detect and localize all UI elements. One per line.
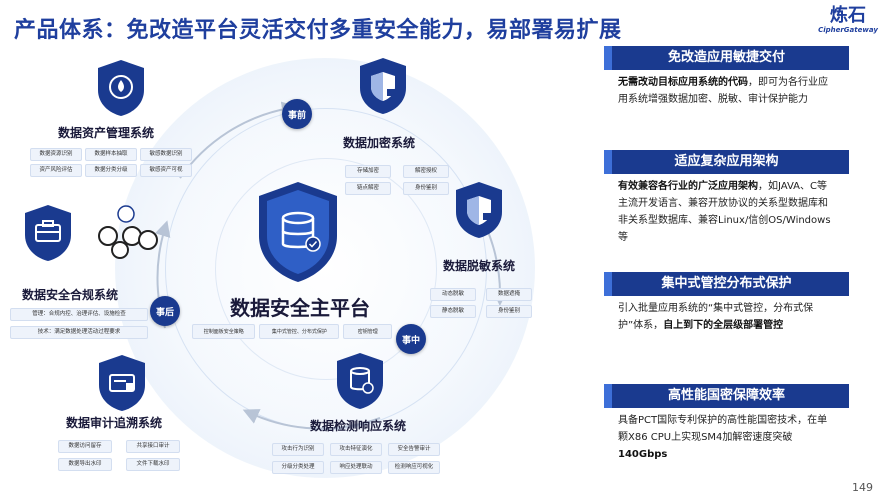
asset-tag: 敏感资产可视 <box>140 164 192 177</box>
encrypt-shield-icon <box>360 58 406 114</box>
feature-text: ，如JAVA、C等主流开发语言、兼容开放协议的关系型数据库和非关系型数据库、兼容… <box>618 181 831 243</box>
page-title: 产品体系：免改造平台灵活交付多重安全能力，易部署易扩展 <box>14 18 622 43</box>
feature-heading: 高性能国密保障效率 <box>604 384 849 408</box>
feature-text: 具备PCT国际专利保护的高性能国密技术，在单颗X86 CPU上实现SM4加解密速… <box>618 415 828 443</box>
detect-tag: 分级分类处理 <box>272 461 324 474</box>
mask-module-title: 数据脱敏系统 <box>443 259 516 273</box>
compliance-tag: 技术：满足数据处理活动过程要求 <box>10 326 148 339</box>
detect-tag: 检测响应可视化 <box>388 461 440 474</box>
asset-tag: 资产风险评估 <box>30 164 82 177</box>
asset-shield-icon <box>98 60 144 116</box>
encrypt-tag: 身份鉴别 <box>403 182 449 195</box>
logo-en: CipherGateway <box>818 26 878 34</box>
feature-body: 有效兼容各行业的广泛应用架构，如JAVA、C等主流开发语言、兼容开放协议的关系型… <box>604 174 849 246</box>
audit-tag: 数据导出水印 <box>58 458 112 471</box>
audit-tag: 共享接口审计 <box>126 440 180 453</box>
phase-before-badge: 事前 <box>282 99 312 129</box>
compliance-badge-icons <box>98 205 158 259</box>
detect-module-title: 数据检测响应系统 <box>310 419 407 433</box>
feature-bold: 140Gbps <box>618 449 668 460</box>
phase-during-badge: 事中 <box>396 324 426 354</box>
center-platform-title: 数据安全主平台 <box>230 296 370 320</box>
inner-ring <box>165 108 487 430</box>
detect-tag: 攻击特征演化 <box>330 443 382 456</box>
audit-module-title: 数据审计追溯系统 <box>66 416 163 430</box>
detect-tag: 安全告警审计 <box>388 443 440 456</box>
compliance-tags: 管理：合规内控、治理评估、设施检查 技术：满足数据处理活动过程要求 <box>10 308 148 339</box>
brand-logo: 炼石 CipherGateway <box>817 5 879 35</box>
database-shield-icon <box>259 182 337 282</box>
center-tag: 控制面板安全策略 <box>192 324 256 339</box>
asset-tags: 数据资源识别 数据样本抽取 敏感数据识别 资产风险评估 数据分类分级 敏感资产可… <box>30 148 192 177</box>
product-diagram: 数据安全主平台 控制面板安全策略 集中式管控、分布式保护 密钥管理 事前 事中 … <box>0 48 595 500</box>
mask-tag: 静态脱敏 <box>430 305 476 318</box>
detect-tag: 响应处理联动 <box>330 461 382 474</box>
feature-section: 高性能国密保障效率 具备PCT国际专利保护的高性能国密技术，在单颗X86 CPU… <box>604 384 849 463</box>
compliance-module-title: 数据安全合规系统 <box>22 288 119 302</box>
asset-tag: 数据资源识别 <box>30 148 82 161</box>
logo-zh: 炼石 <box>830 5 866 26</box>
encrypt-tag: 解密授权 <box>403 165 449 178</box>
detect-tag: 攻击行为识别 <box>272 443 324 456</box>
feature-section: 免改造应用敏捷交付 无需改动目标应用系统的代码，即可为各行业应用系统增强数据加密… <box>604 46 849 108</box>
feature-bold: 有效兼容各行业的广泛应用架构 <box>618 181 758 192</box>
asset-tag: 数据分类分级 <box>85 164 137 177</box>
feature-body: 引入批量应用系统的“集中式管控，分布式保护”体系，自上到下的全层级部署管控 <box>604 296 849 334</box>
audit-tag: 文件下载水印 <box>126 458 180 471</box>
feature-bold: 无需改动目标应用系统的代码 <box>618 77 748 88</box>
asset-tag: 敏感数据识别 <box>140 148 192 161</box>
encrypt-tag: 存储加密 <box>345 165 391 178</box>
center-tag: 集中式管控、分布式保护 <box>259 324 340 339</box>
mask-tags: 动态脱敏 数据遮掩 静态脱敏 身份鉴别 <box>430 288 532 318</box>
audit-tag: 数据访问留存 <box>58 440 112 453</box>
detect-tags: 攻击行为识别 攻击特征演化 安全告警审计 分级分类处理 响应处理联动 检测响应可… <box>272 443 440 474</box>
mask-tag: 身份鉴别 <box>486 305 532 318</box>
asset-tag: 数据样本抽取 <box>85 148 137 161</box>
phase-after-badge: 事后 <box>150 296 180 326</box>
encrypt-module-title: 数据加密系统 <box>343 136 416 150</box>
compliance-badges <box>96 200 176 260</box>
feature-section: 集中式管控分布式保护 引入批量应用系统的“集中式管控，分布式保护”体系，自上到下… <box>604 272 849 334</box>
feature-body: 无需改动目标应用系统的代码，即可为各行业应用系统增强数据加密、脱敏、审计保护能力 <box>604 70 849 108</box>
detect-shield-icon <box>337 353 383 409</box>
toolbox-shield-icon <box>25 205 71 261</box>
feature-text: 引入批量应用系统的“集中式管控，分布式保护”体系， <box>618 303 814 331</box>
encrypt-tag: 链点解密 <box>345 182 391 195</box>
feature-body: 具备PCT国际专利保护的高性能国密技术，在单颗X86 CPU上实现SM4加解密速… <box>604 408 849 463</box>
feature-bold: 自上到下的全层级部署管控 <box>663 320 784 331</box>
page-number: 149 <box>852 481 873 494</box>
feature-text: ，即可为各行业应用系统增强数据加密、脱敏、审计保护能力 <box>618 77 828 105</box>
feature-heading: 适应复杂应用架构 <box>604 150 849 174</box>
center-tags: 控制面板安全策略 集中式管控、分布式保护 密钥管理 <box>192 324 392 339</box>
mask-tag: 数据遮掩 <box>486 288 532 301</box>
core-ring <box>215 158 437 380</box>
compliance-tag: 管理：合规内控、治理评估、设施检查 <box>10 308 148 321</box>
asset-module-title: 数据资产管理系统 <box>58 126 155 140</box>
encrypt-tags: 存储加密 解密授权 链点解密 身份鉴别 <box>345 165 449 195</box>
feature-section: 适应复杂应用架构 有效兼容各行业的广泛应用架构，如JAVA、C等主流开发语言、兼… <box>604 150 849 246</box>
audit-shield-icon <box>99 355 145 411</box>
center-tag: 密钥管理 <box>343 324 392 339</box>
feature-heading: 免改造应用敏捷交付 <box>604 46 849 70</box>
audit-tags: 数据访问留存 共享接口审计 数据导出水印 文件下载水印 <box>58 440 180 471</box>
feature-heading: 集中式管控分布式保护 <box>604 272 849 296</box>
mask-tag: 动态脱敏 <box>430 288 476 301</box>
mask-shield-icon <box>456 182 502 238</box>
